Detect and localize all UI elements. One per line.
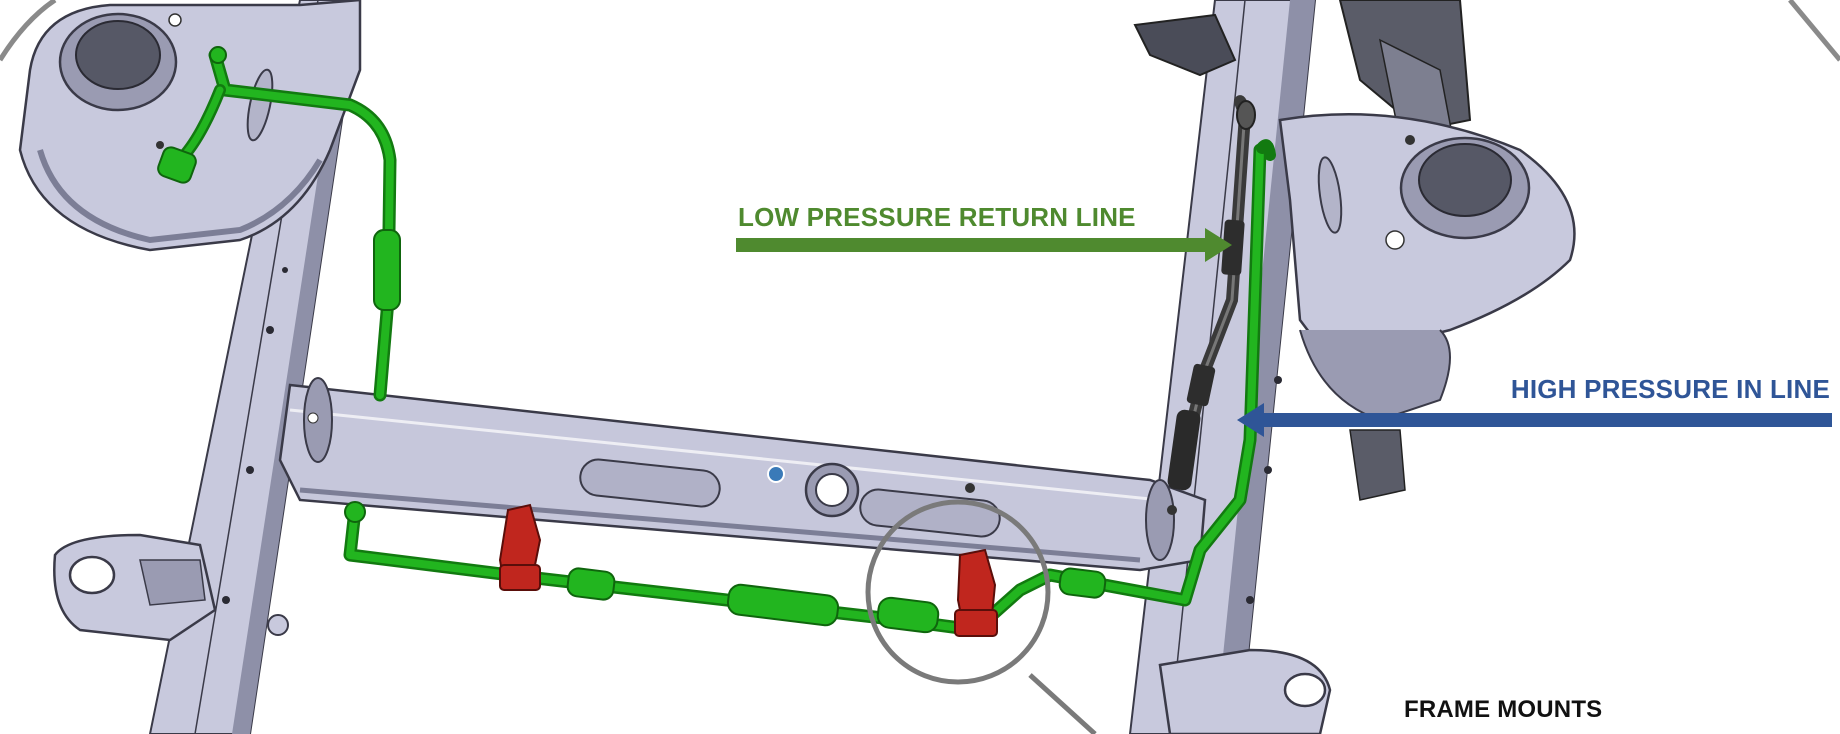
red-hose-brackets <box>498 503 998 637</box>
left-lower-mount <box>53 533 289 642</box>
left-shock-tower <box>18 0 362 252</box>
low-pressure-label: LOW PRESSURE RETURN LINE <box>738 202 1136 232</box>
cross-member <box>278 377 1207 572</box>
frame-mounts-label: FRAME MOUNTS <box>1404 696 1603 723</box>
outer-frame-arcs <box>0 0 1840 62</box>
rubber-return-hose <box>1167 95 1256 491</box>
right-lower-mount <box>1158 648 1332 734</box>
arrow-left-icon <box>1237 403 1832 437</box>
hose-ribbed-sections <box>157 46 1107 634</box>
right-frame-rail <box>1128 0 1317 734</box>
high-pressure-label: HIGH PRESSURE IN LINE <box>1510 374 1830 404</box>
right-shock-tower <box>1278 113 1576 501</box>
magnifier-callout-icon <box>865 499 1097 734</box>
arrow-right-icon <box>736 228 1232 262</box>
